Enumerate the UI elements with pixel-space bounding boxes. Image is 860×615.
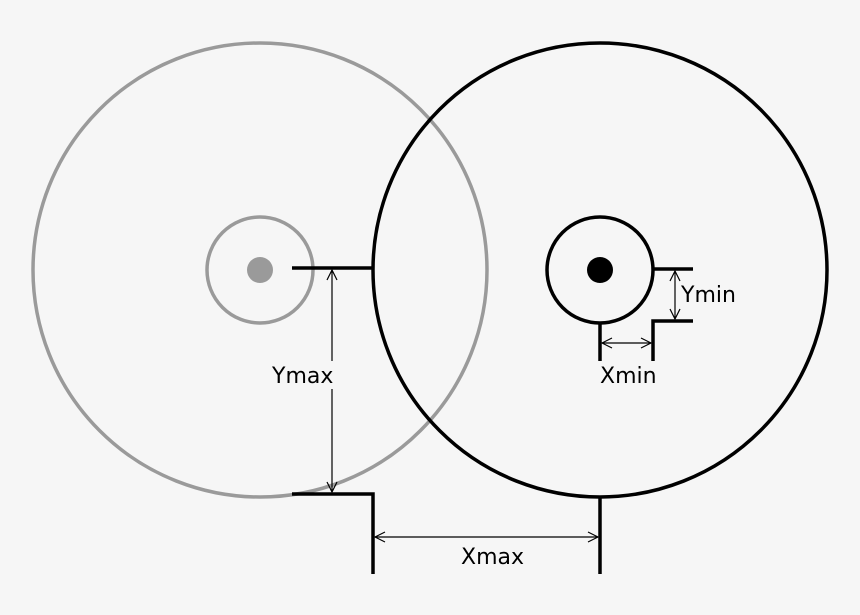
xmax-label: Xmax — [461, 545, 524, 570]
left-inner-circle — [205, 215, 315, 325]
left-outer-circle — [31, 41, 489, 499]
ymax-label-background — [272, 361, 340, 389]
ymin-bottom-step-line — [651, 319, 693, 361]
xmin-label: Xmin — [600, 364, 657, 389]
right-center-dot — [587, 257, 613, 283]
ymax-label: Ymax — [271, 364, 333, 389]
ymin-label: Ymin — [680, 283, 736, 308]
left-center-dot — [247, 257, 273, 283]
ymax-bottom-step-line — [292, 492, 375, 574]
